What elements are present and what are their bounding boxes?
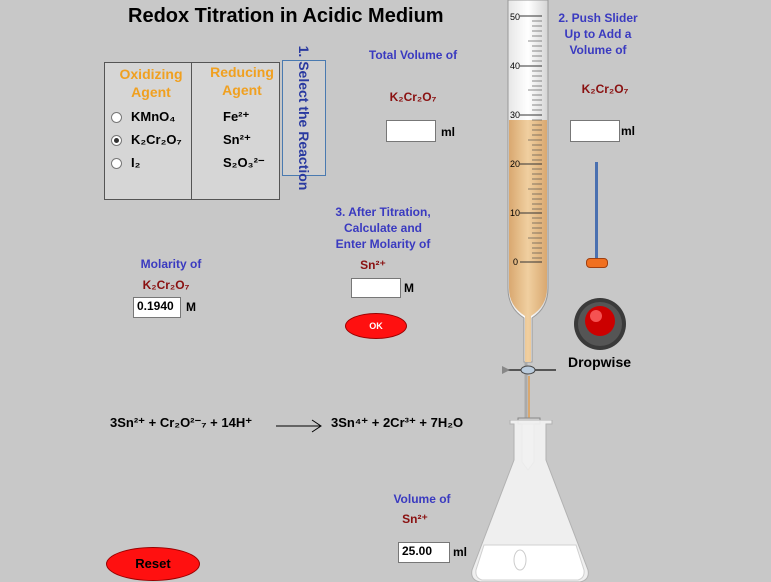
molarity-label: Molarity of bbox=[140, 257, 202, 271]
after-titration-label: 3. After Titration, Calculate and Enter … bbox=[335, 205, 431, 251]
equation-reactants: 3Sn²⁺ + Cr₂O²⁻₇ + 14H⁺ bbox=[110, 415, 253, 430]
volume-sn-species: Sn²⁺ bbox=[402, 512, 428, 526]
volume-sn-unit: ml bbox=[453, 545, 468, 559]
scale-label-50: 50 bbox=[510, 12, 520, 22]
oxidizer-option-1[interactable]: K₂Cr₂O₇ bbox=[131, 132, 182, 147]
scale-label-0: 0 bbox=[513, 257, 518, 267]
slider-track[interactable] bbox=[595, 162, 598, 258]
dropwise-label: Dropwise bbox=[568, 354, 632, 370]
reaction-arrow-icon bbox=[276, 419, 322, 433]
reducer-option-1[interactable]: Sn²⁺ bbox=[223, 132, 251, 147]
reducer-option-2[interactable]: S₂O₃²⁻ bbox=[223, 155, 265, 170]
burette-apparatus: 50 40 30 20 10 0 bbox=[502, 0, 556, 471]
erlenmeyer-flask-icon bbox=[471, 420, 589, 582]
molarity-species: K₂Cr₂O₇ bbox=[142, 278, 190, 292]
push-slider-label: 2. Push Slider Up to Add a Volume of bbox=[558, 11, 638, 57]
molarity-answer-unit: M bbox=[404, 281, 414, 295]
equation-products: 3Sn⁴⁺ + 2Cr³⁺ + 7H₂O bbox=[331, 415, 464, 430]
radio-oxidizer-1[interactable] bbox=[111, 135, 122, 146]
total-volume-field[interactable] bbox=[386, 120, 436, 142]
molarity-answer-field[interactable] bbox=[351, 278, 401, 298]
stopcock-icon[interactable] bbox=[502, 365, 556, 375]
scale-label-10: 10 bbox=[510, 208, 520, 218]
oxidizer-option-2[interactable]: I₂ bbox=[131, 155, 141, 170]
molarity-unit: M bbox=[186, 300, 196, 314]
select-reaction-button[interactable]: 1. Select the Reaction bbox=[282, 46, 326, 190]
add-volume-field[interactable] bbox=[570, 120, 620, 142]
radio-oxidizer-2[interactable] bbox=[111, 158, 122, 169]
dropwise-button[interactable] bbox=[572, 296, 628, 352]
slider-handle[interactable] bbox=[586, 258, 608, 268]
scale-label-30: 30 bbox=[510, 110, 520, 120]
scale-label-20: 20 bbox=[510, 159, 520, 169]
oxidizing-agent-header: Oxidizing Agent bbox=[119, 66, 183, 100]
panel-divider bbox=[191, 63, 192, 199]
ok-button[interactable]: OK bbox=[345, 313, 407, 339]
after-titration-species: Sn²⁺ bbox=[360, 258, 386, 272]
select-reaction-label: 1. Select the Reaction bbox=[296, 45, 312, 191]
reset-button[interactable]: Reset bbox=[106, 547, 200, 581]
add-volume-unit: ml bbox=[621, 124, 636, 138]
volume-sn-label: Volume of bbox=[393, 492, 451, 506]
oxidizer-option-0[interactable]: KMnO₄ bbox=[131, 109, 176, 124]
reducer-option-0[interactable]: Fe²⁺ bbox=[223, 109, 250, 124]
reducing-agent-header: Reducing Agent bbox=[210, 64, 274, 98]
radio-oxidizer-0[interactable] bbox=[111, 112, 122, 123]
total-volume-species: K₂Cr₂O₇ bbox=[389, 90, 437, 104]
push-slider-species: K₂Cr₂O₇ bbox=[581, 82, 629, 96]
page-title: Redox Titration in Acidic Medium bbox=[128, 5, 444, 27]
molarity-field[interactable]: 0.1940 bbox=[133, 297, 181, 318]
volume-sn-field[interactable]: 25.00 bbox=[398, 542, 450, 563]
scale-label-40: 40 bbox=[510, 61, 520, 71]
total-volume-unit: ml bbox=[441, 125, 456, 139]
total-volume-label: Total Volume of bbox=[368, 48, 458, 62]
reagent-panel: Oxidizing Agent Reducing Agent KMnO₄ K₂C… bbox=[104, 62, 280, 200]
